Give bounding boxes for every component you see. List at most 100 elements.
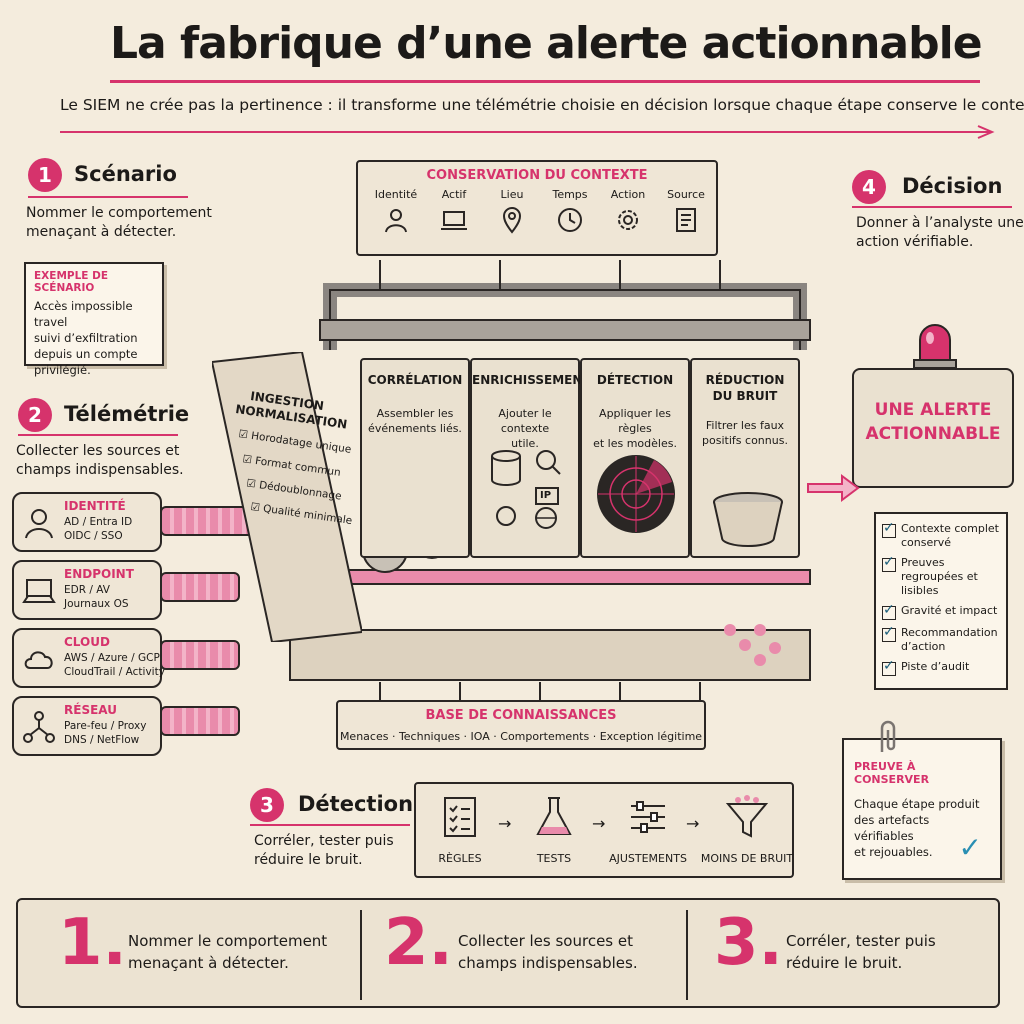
scenario-example-label: EXEMPLE DE SCÉNARIO — [34, 270, 108, 294]
source-identity-line1: AD / Entra ID — [64, 516, 133, 528]
source-cloud-line2: CloudTrail / Activity — [64, 666, 165, 678]
step-4-title: Décision — [902, 174, 1003, 198]
document-icon — [676, 208, 696, 232]
step-2-number: 2 — [18, 398, 52, 432]
checklist-icon — [444, 797, 476, 837]
checklist-item: Contexte complet conservé — [882, 520, 1000, 550]
source-cloud-name: CLOUD — [64, 635, 110, 649]
context-panel: CONSERVATION DU CONTEXTE Identité Actif … — [356, 160, 718, 256]
knowledge-base-items: Menaces · Techniques · IOA · Comportemen… — [339, 730, 703, 743]
step-1-title: Scénario — [74, 162, 177, 186]
source-endpoint-line1: EDR / AV — [64, 584, 110, 596]
source-network-line2: DNS / NetFlow — [64, 734, 140, 746]
context-item-asset: Actif — [428, 188, 480, 238]
knowledge-base-panel: BASE DE CONNAISSANCES Menaces · Techniqu… — [336, 700, 706, 750]
checklist-item: Piste d’audit — [882, 658, 1000, 676]
step-2-underline — [18, 434, 178, 436]
source-cloud-line1: AWS / Azure / GCP — [64, 652, 160, 664]
sliders-icon — [631, 801, 665, 833]
step-1-number: 1 — [28, 158, 62, 192]
step-1-underline — [28, 196, 188, 198]
checklist-item: Preuves regroupées et lisibles — [882, 554, 1000, 598]
alert-checklist: Contexte complet conservé Preuves regrou… — [874, 512, 1008, 690]
step-3-number: 3 — [250, 788, 284, 822]
title-underline — [110, 80, 980, 83]
arrow-right-icon — [807, 474, 860, 502]
funnel-icon — [725, 795, 769, 838]
context-item-action: Action — [602, 188, 654, 238]
context-item-location: Lieu — [486, 188, 538, 238]
summary-number-3: 3. — [714, 906, 783, 980]
flow-step-less-noise: MOINS DE BRUIT — [700, 794, 794, 865]
pipe-endpoint — [160, 572, 240, 602]
summary-divider — [360, 910, 362, 1000]
radar-icon — [597, 455, 675, 533]
summary-number-2: 2. — [384, 906, 453, 980]
page-subtitle: Le SIEM ne crée pas la pertinence : il t… — [60, 96, 1024, 114]
location-pin-icon — [502, 207, 522, 234]
network-icon — [23, 711, 55, 743]
ip-label: IP — [540, 490, 552, 501]
checklist-item: Recommandation d’action — [882, 624, 1000, 654]
source-cloud: CLOUD AWS / Azure / GCP CloudTrail / Act… — [12, 628, 165, 688]
flow-arrow-icon: → — [592, 814, 606, 833]
page-title: La fabrique d’une alerte actionnable — [110, 18, 983, 69]
ingestion-funnel — [212, 352, 362, 642]
user-icon — [25, 509, 53, 539]
checkbox-checked-icon — [882, 624, 896, 642]
laptop-icon — [22, 579, 56, 603]
user-icon — [385, 209, 407, 233]
step-3-underline — [250, 824, 410, 826]
checkbox-checked-icon — [882, 554, 896, 572]
detection-flow: RÈGLES → TESTS → AJUSTEMENTS → MOINS DE … — [414, 782, 794, 878]
source-network-name: RÉSEAU — [64, 703, 117, 717]
source-identity-name: IDENTITÉ — [64, 499, 126, 513]
context-item-source: Source — [660, 188, 712, 238]
source-network: RÉSEAU Pare-feu / Proxy DNS / NetFlow — [12, 696, 162, 756]
summary-number-1: 1. — [58, 906, 127, 980]
checkbox-checked-icon — [882, 658, 896, 676]
checkbox-checked-icon — [882, 602, 896, 620]
source-endpoint-line2: Journaux OS — [64, 598, 129, 610]
source-identity-line2: OIDC / SSO — [64, 530, 123, 542]
context-item-identity: Identité — [370, 188, 422, 238]
knowledge-base-header: BASE DE CONNAISSANCES — [425, 708, 617, 723]
context-header: CONSERVATION DU CONTEXTE — [426, 168, 648, 183]
source-network-line1: Pare-feu / Proxy — [64, 720, 147, 732]
source-identity: IDENTITÉ AD / Entra ID OIDC / SSO — [12, 492, 162, 552]
check-icon: ✓ — [958, 831, 982, 864]
context-item-time: Temps — [544, 188, 596, 238]
machine-illustration — [289, 260, 811, 700]
pipe-network — [160, 706, 240, 736]
scenario-example-card: EXEMPLE DE SCÉNARIO Accès impossible tra… — [24, 262, 164, 377]
sieve-icon — [713, 492, 783, 547]
clock-icon — [558, 208, 582, 232]
step-4-number: 4 — [852, 170, 886, 204]
subtitle-arrow-icon — [60, 125, 995, 139]
checklist-item: Gravité et impact — [882, 602, 1000, 620]
step-4-underline — [852, 206, 1012, 208]
panel-correlation-title: CORRÉLATION — [367, 373, 463, 387]
source-endpoint-name: ENDPOINT — [64, 567, 134, 581]
flow-arrow-icon: → — [498, 814, 512, 833]
flow-step-rules: RÈGLES — [418, 794, 502, 865]
flow-step-tests: TESTS — [512, 794, 596, 865]
